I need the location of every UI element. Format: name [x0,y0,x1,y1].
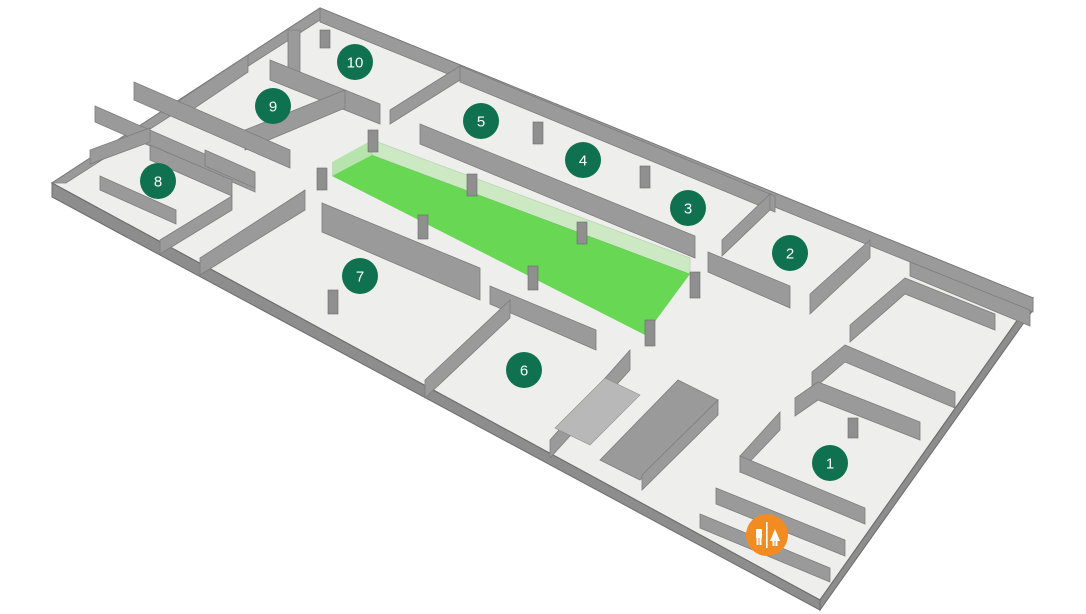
room-marker-1[interactable]: 1 [812,445,848,481]
room-marker-label: 1 [826,456,834,473]
room-marker-circle [255,88,291,124]
room-marker-circle [812,445,848,481]
room-marker-label: 8 [154,174,162,191]
room-marker-circle [140,163,176,199]
room-marker-label: 9 [269,99,277,116]
room-marker-circle [463,103,499,139]
room-marker-label: 3 [684,201,692,218]
room-marker-label: 10 [347,55,364,72]
room-marker-label: 7 [356,269,364,286]
room-marker-5[interactable]: 5 [463,103,499,139]
room-marker-6[interactable]: 6 [506,352,542,388]
room-marker-7[interactable]: 7 [342,258,378,294]
highlighted-hall [332,155,690,335]
room-markers: 1 2 3 4 5 6 7 8 9 10 [140,44,848,481]
room-marker-label: 6 [520,363,528,380]
room-marker-label: 5 [477,114,485,131]
room-marker-2[interactable]: 2 [772,235,808,271]
room-marker-label: 2 [786,246,794,263]
room-marker-3[interactable]: 3 [670,190,706,226]
restroom-icon [756,522,780,548]
room-marker-label: 4 [579,153,587,170]
pillars [316,29,859,439]
restroom-marker[interactable] [746,514,788,556]
room-marker-circle [565,142,601,178]
room-marker-8[interactable]: 8 [140,163,176,199]
interior-walls [89,29,1031,583]
room-marker-4[interactable]: 4 [565,142,601,178]
room-marker-circle [337,44,373,80]
building-slab [50,7,1034,612]
room-marker-9[interactable]: 9 [255,88,291,124]
room-marker-10[interactable]: 10 [337,44,373,80]
room-marker-circle [772,235,808,271]
room-marker-circle [670,190,706,226]
room-marker-circle [342,258,378,294]
room-marker-circle [506,352,542,388]
